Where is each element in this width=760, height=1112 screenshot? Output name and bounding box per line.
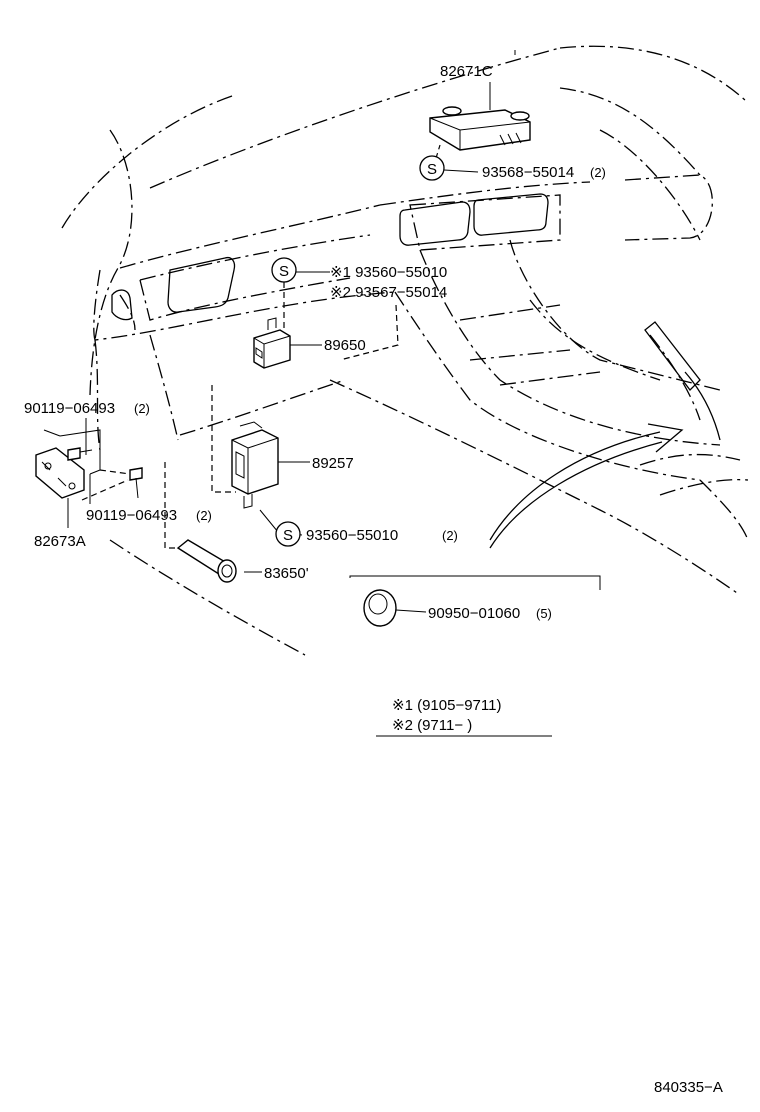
label-90119-upper: 90119−06493: [24, 400, 115, 417]
label-90950-01060: 90950−01060: [428, 605, 520, 622]
label-93568-qty: (2): [590, 165, 606, 180]
dash-openings: [111, 193, 549, 321]
label-90119-upper-qty: (2): [134, 401, 150, 416]
computer-89257-drawing: [231, 421, 279, 509]
label-82671c: 82671C: [440, 63, 493, 80]
label-note1-93560: ※1 93560−55010: [330, 264, 447, 281]
switch-83650-drawing: [176, 539, 237, 583]
label-note2-93567: ※2 93567−55014: [330, 284, 447, 301]
direction-arrow: [489, 423, 684, 549]
legend: ※1 (9105−9711) ※2 (9711− ): [376, 697, 552, 737]
label-93560-qty: (2): [442, 528, 458, 543]
s-mark-label: S: [283, 527, 293, 544]
relay-89650-drawing: [253, 317, 291, 369]
label-82673a: 82673A: [34, 533, 86, 550]
plug-90950-drawing: [363, 589, 397, 627]
s-mark-label: S: [427, 161, 437, 178]
label-90119-lower-qty: (2): [196, 508, 212, 523]
label-90119-lower: 90119−06493: [86, 507, 177, 524]
label-83650: 83650': [264, 565, 309, 582]
label-89650: 89650: [324, 337, 366, 354]
legend-note2: ※2 (9711− ): [392, 717, 472, 734]
module-82671c-drawing: [429, 106, 531, 151]
label-93560-55010: 93560−55010: [306, 527, 398, 544]
label-89257: 89257: [312, 455, 354, 472]
label-93568-55014: 93568−55014: [482, 164, 574, 181]
leader-lines: [67, 50, 601, 613]
drawing-id: 840335−A: [654, 1079, 723, 1096]
label-90950-qty: (5): [536, 606, 552, 621]
dashboard-outline: [61, 45, 749, 656]
legend-note1: ※1 (9105−9711): [392, 697, 501, 714]
bracket-82673a-drawing: [35, 429, 101, 499]
s-mark-label: S: [279, 263, 289, 280]
s-marks: [271, 155, 445, 547]
